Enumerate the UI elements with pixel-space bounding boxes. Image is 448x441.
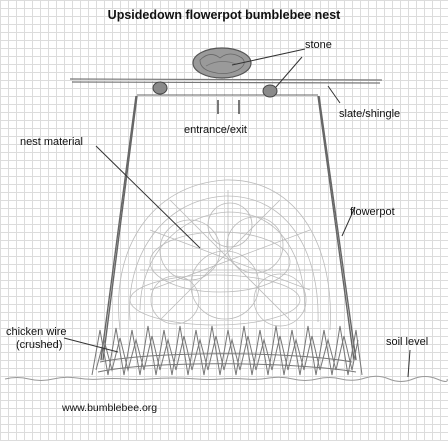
diagram-title: Upsidedown flowerpot bumblebee nest (107, 8, 341, 22)
entrance-exit-label: entrance/exit (184, 124, 247, 136)
nest-material-label: nest material (20, 136, 83, 148)
slate-shingle-label: slate/shingle (339, 108, 401, 120)
chicken-wire-zigzag (91, 325, 363, 376)
stone-label: stone (305, 39, 332, 51)
flowerpot-outline (100, 94, 357, 361)
soil-level-line (4, 375, 448, 382)
nest-material-scribble (118, 179, 331, 331)
label-leader-lines (63, 48, 411, 378)
soil-level-label: soil level (386, 336, 429, 348)
footer-url: www.bumblebee.org (62, 402, 158, 414)
chicken-wire-label-line2: (crushed) (16, 339, 63, 351)
stone-shape (192, 47, 252, 79)
spacer-pebbles (152, 81, 278, 98)
entrance-gap-marks (217, 100, 240, 114)
chicken-wire-label: chicken wire (crushed) (6, 326, 67, 352)
chicken-wire-label-line1: chicken wire (6, 326, 67, 338)
slate-shingle (69, 78, 383, 84)
flowerpot-label: flowerpot (350, 206, 395, 218)
